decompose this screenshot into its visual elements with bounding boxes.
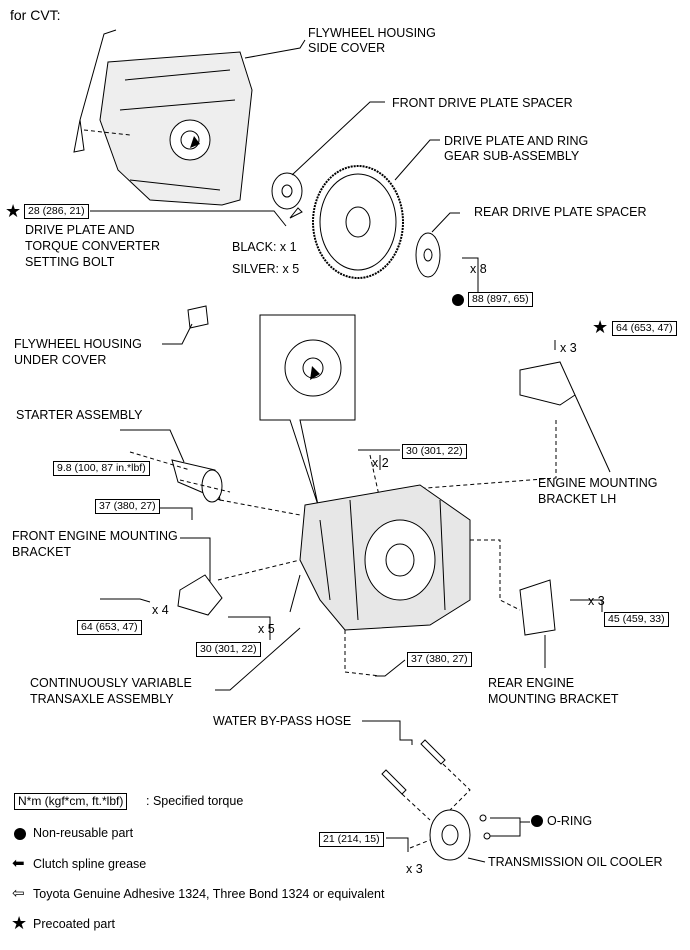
torque-front-bracket: 64 (653, 47)	[77, 620, 142, 635]
label-rear-spacer: REAR DRIVE PLATE SPACER	[474, 205, 647, 219]
label-side-cover-1: FLYWHEEL HOUSING	[308, 26, 436, 40]
label-cooler: TRANSMISSION OIL COOLER	[488, 855, 663, 869]
label-black-count: BLACK: x 1	[232, 240, 297, 254]
label-x4: x 4	[152, 603, 169, 617]
label-front-spacer: FRONT DRIVE PLATE SPACER	[392, 96, 573, 110]
label-x8: x 8	[470, 262, 487, 276]
star-icon: ★	[592, 317, 609, 337]
oil-cooler-part	[429, 809, 471, 861]
label-cvt-2: TRANSAXLE ASSEMBLY	[30, 692, 174, 706]
torque-cooler: 21 (214, 15)	[319, 832, 384, 847]
torque-starter-bottom: 37 (380, 27)	[95, 499, 160, 514]
torque-setting-bolt: 28 (286, 21)	[24, 204, 89, 219]
outline-arrow-icon: ⇦	[12, 885, 25, 902]
legend-nonreusable: Non-reusable part	[33, 826, 134, 840]
under-cover-part	[187, 305, 209, 329]
front-bracket-part	[177, 574, 223, 616]
label-bracket-lh-1: ENGINE MOUNTING	[538, 476, 658, 490]
label-x2: x 2	[372, 456, 389, 470]
starter-part	[171, 459, 223, 503]
rear-spacer-part	[415, 232, 441, 278]
filled-circle-icon	[452, 294, 464, 306]
label-setting-bolt-2: TORQUE CONVERTER	[25, 239, 160, 253]
rear-bracket-part	[519, 579, 556, 636]
label-bracket-lh-2: BRACKET LH	[538, 492, 617, 506]
torque-rear-bracket: 45 (459, 33)	[604, 612, 669, 627]
label-side-cover-2: SIDE COVER	[308, 41, 386, 55]
label-x3-cooler: x 3	[406, 862, 423, 876]
label-water-hose: WATER BY-PASS HOSE	[213, 714, 352, 728]
label-under-cover-1: FLYWHEEL HOUSING	[14, 337, 142, 351]
label-starter: STARTER ASSEMBLY	[16, 408, 143, 422]
engine-block-illustration	[99, 51, 253, 206]
label-silver-count: SILVER: x 5	[232, 262, 300, 276]
label-x3-lh: x 3	[560, 341, 577, 355]
label-front-bracket-2: BRACKET	[12, 545, 72, 559]
torque-rear-spacer: 88 (897, 65)	[468, 292, 533, 307]
torque-x5-bolt: 30 (301, 22)	[196, 642, 261, 657]
drive-plate-part	[312, 165, 404, 279]
bracket-lh-part	[519, 361, 576, 406]
label-setting-bolt-1: DRIVE PLATE AND	[25, 223, 135, 237]
section-header: for CVT:	[10, 7, 61, 23]
label-drive-plate-1: DRIVE PLATE AND RING	[444, 134, 589, 148]
legend-torque-box: N*m (kgf*cm, ft.*lbf)	[14, 793, 128, 810]
torque-bracket-lh: 64 (653, 47)	[612, 321, 677, 336]
black-arrow-icon: ⬅	[12, 855, 25, 872]
filled-circle-icon	[531, 815, 543, 827]
label-rear-bracket-2: MOUNTING BRACKET	[488, 692, 619, 706]
legend-adhesive: Toyota Genuine Adhesive 1324, Three Bond…	[33, 887, 385, 901]
front-spacer-part	[271, 172, 303, 210]
cvt-part	[299, 484, 471, 631]
label-cvt-1: CONTINUOUSLY VARIABLE	[30, 676, 192, 690]
star-icon: ★	[5, 201, 22, 221]
legend-precoated: Precoated part	[33, 917, 115, 931]
side-cover-part	[73, 119, 85, 153]
label-under-cover-2: UNDER COVER	[14, 353, 107, 367]
label-o-ring: O-RING	[547, 814, 593, 828]
filled-circle-icon	[14, 828, 26, 840]
label-front-bracket-1: FRONT ENGINE MOUNTING	[12, 529, 178, 543]
torque-x2-bolt: 30 (301, 22)	[402, 444, 467, 459]
torque-starter-top: 9.8 (100, 87 in.*lbf)	[53, 461, 150, 476]
label-x5: x 5	[258, 622, 275, 636]
label-drive-plate-2: GEAR SUB-ASSEMBLY	[444, 149, 580, 163]
torque-bottom-bolt: 37 (380, 27)	[407, 652, 472, 667]
label-setting-bolt-3: SETTING BOLT	[25, 255, 115, 269]
label-rear-bracket-1: REAR ENGINE	[488, 676, 575, 690]
legend-grease: Clutch spline grease	[33, 857, 147, 871]
legend-torque-text: : Specified torque	[146, 794, 244, 808]
label-x3-rear: x 3	[588, 594, 605, 608]
star-icon: ★	[11, 913, 28, 933]
